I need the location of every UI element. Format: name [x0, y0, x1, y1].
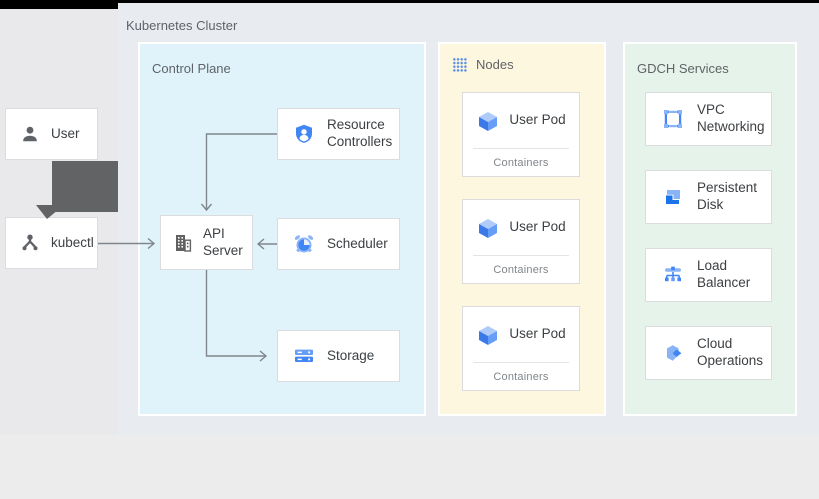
api-server-label: API Server [203, 225, 243, 258]
user-pod-label: User Pod [509, 112, 566, 128]
server-stack-icon [295, 349, 313, 362]
layered-disk-icon [666, 190, 680, 204]
tree-hierarchy-icon [665, 266, 681, 282]
user-pod-label: User Pod [509, 326, 566, 342]
scheduler-label: Scheduler [327, 235, 388, 251]
kubectl-card: kubectl [5, 217, 98, 269]
user-pod-label: User Pod [509, 219, 566, 235]
user-card: User [5, 108, 98, 160]
user-pod-card-2: User Pod Containers [462, 199, 580, 284]
persistent-disk-card: Persistent Disk [645, 170, 772, 224]
marquee-corners-icon [664, 110, 682, 128]
cube-icon [479, 111, 498, 131]
top-border-line [0, 0, 819, 3]
divider [473, 255, 569, 256]
api-server-card: API Server [160, 215, 253, 270]
user-label: User [51, 125, 80, 141]
user-pod-card-1: User Pod Containers [462, 92, 580, 177]
gdch-services-label: GDCH Services [637, 61, 729, 76]
resource-controllers-label: Resource Controllers [327, 117, 393, 149]
gdch-services-section: GDCH Services VPC Networking [623, 42, 797, 416]
containers-label: Containers [493, 263, 549, 276]
load-balancer-card: Load Balancer [645, 248, 772, 302]
top-left-black-bar [0, 0, 118, 9]
kubectl-label: kubectl [51, 234, 94, 250]
nodes-label: Nodes [476, 57, 514, 72]
user-pod-card-3: User Pod Containers [462, 306, 580, 391]
cube-icon [479, 218, 498, 238]
storage-card: Storage [277, 330, 400, 382]
vpc-networking-label: VPC Networking [697, 102, 765, 134]
resource-controllers-card: Resource Controllers [277, 108, 400, 160]
containers-label: Containers [493, 370, 549, 383]
person-icon [23, 126, 37, 142]
building-icon [176, 234, 192, 252]
load-balancer-label: Load Balancer [697, 258, 751, 290]
kubernetes-cluster-panel: Kubernetes Cluster Control Plane Resourc… [118, 3, 819, 435]
dot-grid-icon [452, 57, 467, 72]
cube-icon [479, 325, 498, 345]
containers-label: Containers [493, 156, 549, 169]
nodes-section: Nodes User Pod Containers [438, 42, 606, 416]
storage-label: Storage [327, 347, 375, 363]
shield-person-icon [296, 124, 312, 143]
divider [473, 362, 569, 363]
alarm-clock-icon [294, 235, 314, 253]
control-plane-section: Control Plane Resource Controllers [138, 42, 426, 416]
persistent-disk-label: Persistent Disk [697, 180, 758, 212]
kubernetes-cluster-label: Kubernetes Cluster [126, 18, 238, 33]
cloud-operations-card: Cloud Operations [645, 326, 772, 380]
cloud-operations-label: Cloud Operations [697, 336, 764, 368]
divider [473, 148, 569, 149]
vpc-networking-card: VPC Networking [645, 92, 772, 146]
control-plane-label: Control Plane [152, 61, 231, 76]
kubectl-nodes-icon [22, 234, 38, 251]
gem-hexagon-icon [667, 345, 682, 361]
scheduler-card: Scheduler [277, 218, 400, 270]
